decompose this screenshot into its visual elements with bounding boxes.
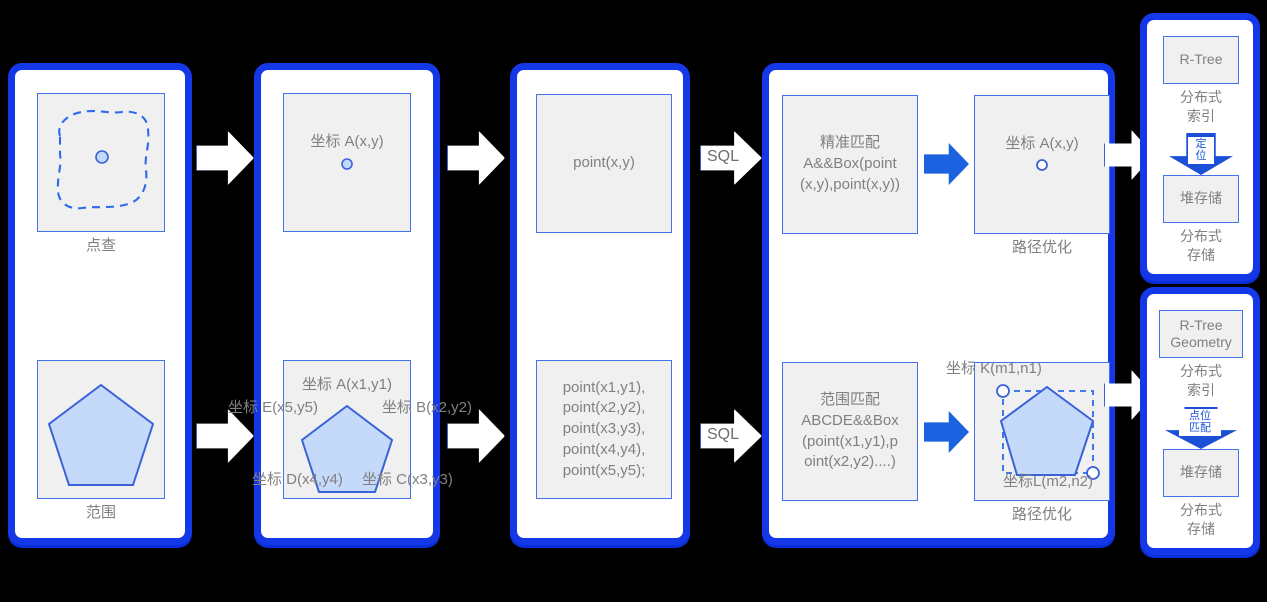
coordinate-point-box: 坐标 A(x,y) <box>283 93 411 232</box>
heap-storage-geometry-box: 堆存储 <box>1163 449 1239 497</box>
result-point-dot-icon <box>1036 158 1048 171</box>
arrow-range-match-to-result <box>924 411 969 453</box>
panel-matching-and-optimization: 精准匹配 A&&Box(point (x,y),point(x,y)) 坐标 A… <box>762 63 1115 545</box>
rtree-geometry-index-box: R-Tree Geometry <box>1159 310 1243 358</box>
heap-storage-caption: 分布式 存储 <box>1180 228 1222 263</box>
point-query-caption: 点查 <box>85 237 116 254</box>
label-vertex-d: 坐标 D(x4,y4) <box>252 471 343 488</box>
heap-storage-geometry-caption: 分布式 存储 <box>1180 502 1222 537</box>
rtree-geometry-index-label: R-Tree Geometry <box>1170 317 1232 350</box>
panel-storage-point: R-Tree 分布式 索引 定 位 堆存储 分布式 存储 <box>1140 13 1260 281</box>
exact-match-box: 精准匹配 A&&Box(point (x,y),point(x,y)) <box>782 95 918 234</box>
arrow-index-to-storage-top-label: 定 位 <box>1188 137 1214 164</box>
point-expression-text: point(x,y) <box>573 154 635 172</box>
range-match-caption: 路径优化 <box>1011 506 1072 523</box>
label-vertex-b: 坐标 B(x2,y2) <box>382 399 473 416</box>
rtree-index-box: R-Tree <box>1163 36 1239 84</box>
label-vertex-e: 坐标 E(x5,y5) <box>228 399 319 416</box>
arrow-exact-match-to-result <box>924 143 969 185</box>
point-expression-box: point(x,y) <box>536 94 672 233</box>
label-bbox-corner-k: 坐标 K(m1,n1) <box>946 360 1042 377</box>
heap-storage-box: 堆存储 <box>1163 175 1239 223</box>
exact-match-result-label: 坐标 A(x,y) <box>1005 135 1079 152</box>
point-dot-icon <box>341 157 353 170</box>
pentagon-range-icon <box>47 383 155 486</box>
exact-match-text: 精准匹配 A&&Box(point (x,y),point(x,y)) <box>799 134 900 193</box>
sql-label-bottom: SQL <box>707 426 740 443</box>
exact-match-result-box: 坐标 A(x,y) <box>974 95 1110 234</box>
point-list-box: point(x1,y1), point(x2,y2), point(x3,y3)… <box>536 360 672 499</box>
panel-storage-geometry: R-Tree Geometry 分布式 索引 点位 匹配 堆存储 分布式 存储 <box>1140 287 1260 555</box>
arrow-stage1-to-stage2-bottom <box>196 409 254 463</box>
blob-point-shape-icon <box>56 109 150 210</box>
arrow-stage2-to-stage3-bottom <box>447 409 505 463</box>
arrow-stage1-to-stage2-top <box>196 131 254 185</box>
pentagon-bounding-box-icon <box>996 384 1100 480</box>
range-match-box: 范围匹配 ABCDE&&Box (point(x1,y1),p oint(x2,… <box>782 362 918 501</box>
rtree-index-label: R-Tree <box>1179 51 1223 68</box>
coordinate-point-label: 坐标 A(x,y) <box>310 133 384 150</box>
point-list-text: point(x1,y1), point(x2,y2), point(x3,y3)… <box>562 378 646 479</box>
sql-label-top: SQL <box>707 148 740 165</box>
arrow-index-to-storage-bottom-label: 点位 匹配 <box>1179 409 1221 436</box>
range-match-text: 范围匹配 ABCDE&&Box (point(x1,y1),p oint(x2,… <box>801 391 899 471</box>
panel-coordinate-extraction: 坐标 A(x,y) 坐标 A(x1,y1) <box>254 63 440 545</box>
heap-storage-geometry-label: 堆存储 <box>1180 464 1222 481</box>
polygon-vertex-a-label: 坐标 A(x1,y1) <box>301 376 392 393</box>
range-query-caption: 范围 <box>85 504 116 521</box>
rtree-geometry-index-caption: 分布式 索引 <box>1180 363 1222 398</box>
coordinate-polygon-box: 坐标 A(x1,y1) <box>283 360 411 499</box>
label-bbox-corner-l: 坐标L(m2,n2) <box>1003 473 1094 490</box>
heap-storage-label: 堆存储 <box>1180 190 1222 207</box>
arrow-stage2-to-stage3-top <box>447 131 505 185</box>
panel-point-serialization: point(x,y) point(x1,y1), point(x2,y2), p… <box>510 63 690 545</box>
point-query-box <box>37 93 165 232</box>
label-vertex-c: 坐标 C(x3,y3) <box>362 471 453 488</box>
rtree-index-caption: 分布式 索引 <box>1180 89 1222 124</box>
panel-input-geometry: 点查 范围 <box>8 63 192 545</box>
exact-match-caption: 路径优化 <box>1011 239 1072 256</box>
pentagon-coordinates-icon <box>300 404 394 493</box>
range-match-result-box <box>974 362 1110 501</box>
range-query-box <box>37 360 165 499</box>
